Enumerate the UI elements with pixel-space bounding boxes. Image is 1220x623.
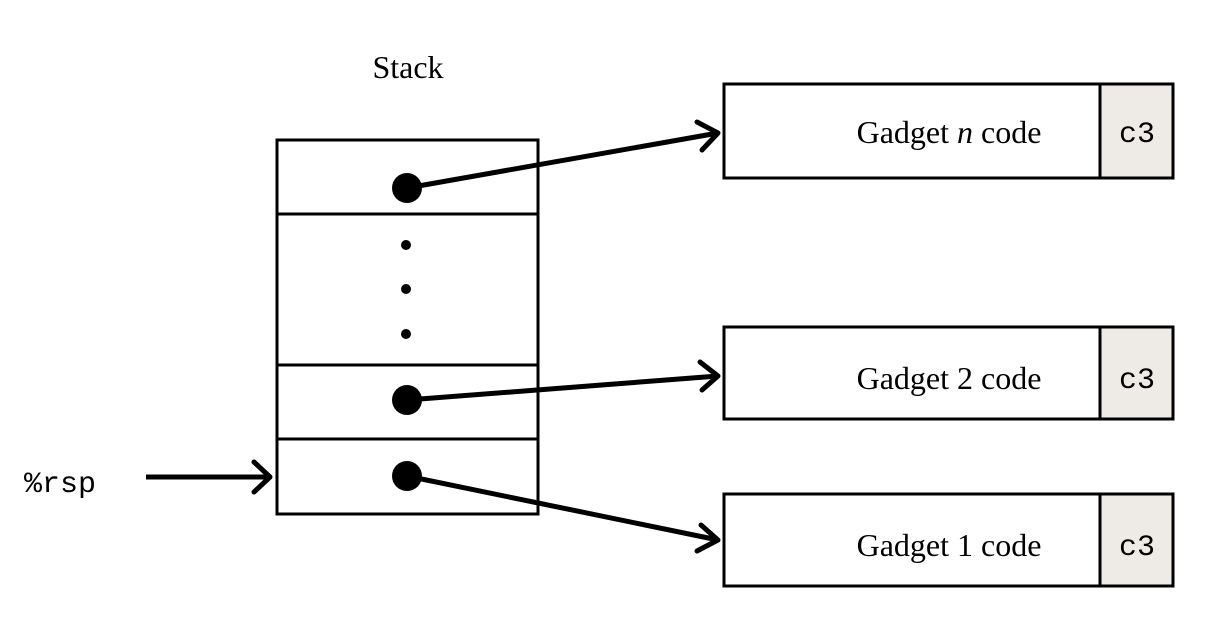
gadget-1-box: Gadget 1 code c3: [722, 492, 1175, 588]
gadget-label: Gadget 2 code: [857, 360, 1042, 396]
rsp-register-label: %rsp: [24, 468, 96, 502]
ret-opcode: c3: [1119, 364, 1155, 398]
stack: [275, 138, 540, 516]
gadget-code-cell: [722, 492, 1102, 588]
gadget-ret-cell: [1098, 82, 1175, 180]
ret-opcode: c3: [1119, 118, 1155, 152]
ret-opcode: c3: [1119, 531, 1155, 565]
pointer-arrow-to-gadget-2: [406, 359, 721, 403]
gadget-n-box: Gadget n code c3: [722, 82, 1175, 180]
gadget-label: Gadget n code: [857, 114, 1042, 150]
pointer-arrow-to-gadget-n: [406, 119, 721, 191]
gadget-code-cell: [722, 82, 1102, 180]
pointer-arrow-to-gadget-1: [406, 473, 721, 554]
ellipsis-dot: [401, 284, 411, 294]
ellipsis-dot: [401, 329, 411, 339]
rsp-arrow: [146, 459, 273, 495]
gadget-ret-cell: [1098, 325, 1175, 421]
stack-title: Stack: [372, 49, 443, 85]
gadget-2-box: Gadget 2 code c3: [722, 325, 1175, 421]
ellipsis-dot: [401, 240, 411, 250]
gadget-ret-cell: [1098, 492, 1175, 588]
gadget-label: Gadget 1 code: [857, 527, 1042, 563]
